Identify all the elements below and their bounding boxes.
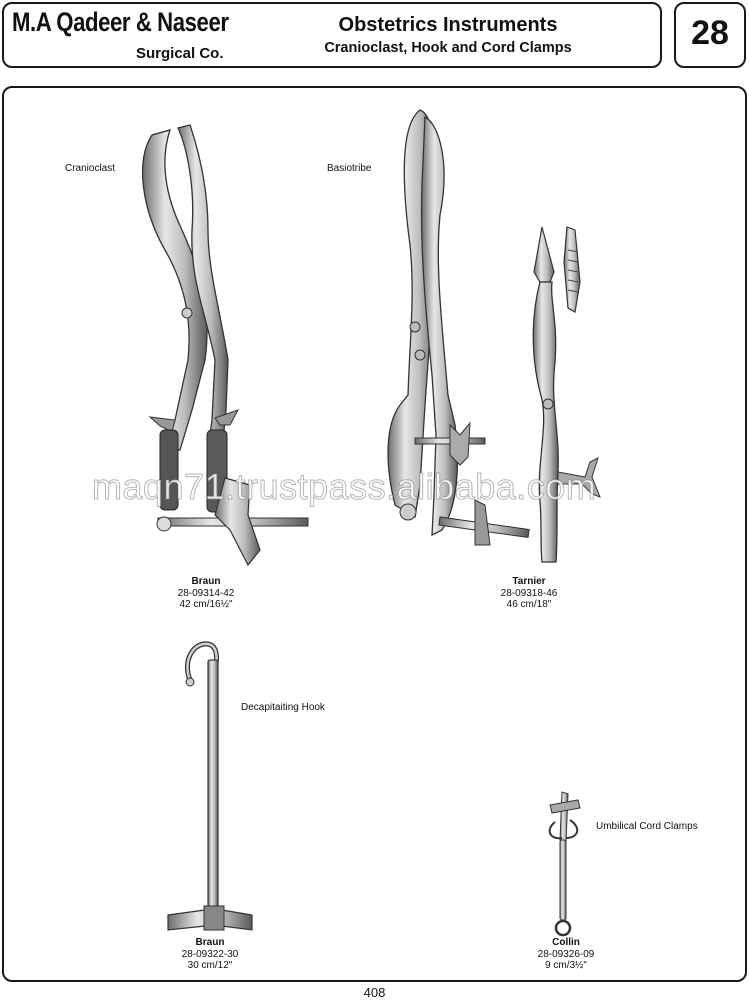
label-basiotribe: Basiotribe — [327, 163, 372, 174]
section-number: 28 — [691, 14, 729, 52]
product-size: 46 cm/18" — [506, 599, 552, 610]
product-maker: Braun — [195, 937, 225, 948]
product-size: 9 cm/3½" — [545, 960, 587, 971]
watermark: maqn71.trustpass.alibaba.com — [91, 466, 597, 508]
company-subtitle: Surgical Co. — [136, 45, 224, 62]
category-title: Obstetrics Instruments — [338, 14, 558, 36]
product-caption: Collin 28-09326-09 9 cm/3½" — [496, 937, 636, 972]
cranioclast-illustration — [142, 124, 309, 567]
decapitating-hook-illustration — [167, 641, 253, 931]
basiotribe-illustration — [387, 109, 530, 546]
catalog-header: M.A Qadeer & Naseer Surgical Co. Obstetr… — [2, 2, 662, 68]
product-maker: Braun — [191, 576, 221, 587]
tarnier-illustration — [532, 226, 601, 563]
label-umbilical-cord-clamps: Umbilical Cord Clamps — [596, 821, 698, 832]
company-name: M.A Qadeer & Naseer — [12, 7, 229, 37]
product-caption: Braun 28-09314-42 42 cm/16½" — [136, 576, 276, 611]
product-caption: Braun 28-09322-30 30 cm/12" — [140, 937, 280, 972]
product-caption: Tarnier 28-09318-46 46 cm/18" — [459, 576, 599, 611]
product-size: 30 cm/12" — [187, 960, 233, 971]
product-maker: Collin — [552, 937, 580, 948]
section-number-box: 28 — [674, 2, 746, 68]
category-subtitle: Cranioclast, Hook and Cord Clamps — [324, 40, 572, 56]
product-code: 28-09314-42 — [177, 587, 235, 599]
label-decapitating-hook: Decapitaiting Hook — [241, 702, 325, 713]
product-code: 28-09326-09 — [537, 948, 595, 960]
product-code: 28-09318-46 — [500, 587, 558, 599]
product-size: 42 cm/16½" — [179, 599, 233, 610]
collin-clamp-illustration — [548, 791, 581, 937]
product-code: 28-09322-30 — [181, 948, 239, 960]
product-maker: Tarnier — [512, 576, 546, 587]
label-cranioclast: Cranioclast — [65, 163, 116, 174]
instrument-panel — [2, 86, 747, 982]
footer-page-number: 408 — [363, 985, 386, 1000]
